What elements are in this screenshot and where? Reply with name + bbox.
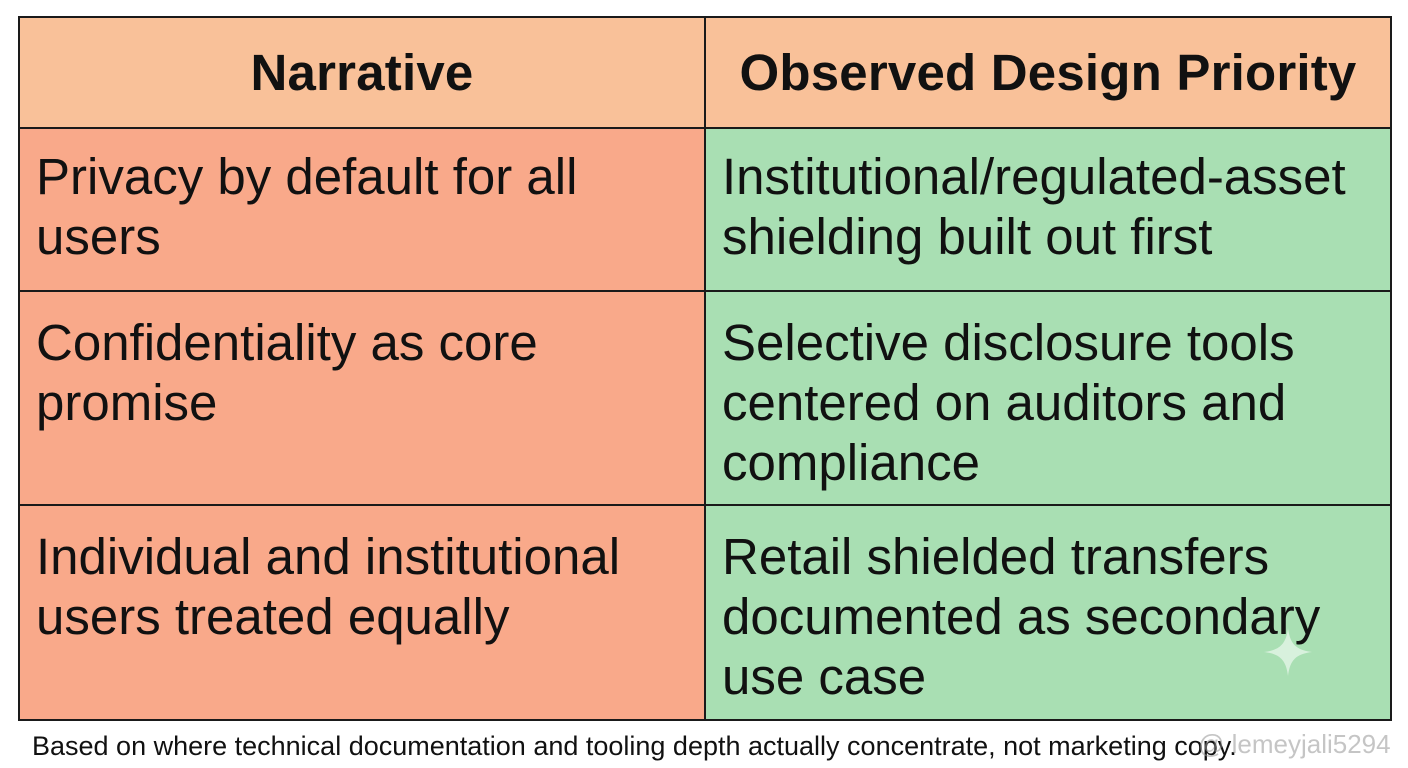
header-narrative: Narrative	[18, 16, 706, 129]
sparkle-icon	[1264, 628, 1312, 676]
cell-line: users	[36, 208, 161, 265]
priority-cell: Selective disclosure tools centered on a…	[704, 290, 1392, 506]
narrative-cell: Confidentiality as core promise	[18, 290, 706, 506]
cell-line: documented as secondary	[722, 588, 1321, 645]
cell-line: Individual and institutional	[36, 528, 621, 585]
narrative-cell: Individual and institutional users treat…	[18, 504, 706, 721]
table-row: Confidentiality as core promise Selectiv…	[18, 290, 1392, 506]
cell-line: shielding built out first	[722, 208, 1213, 265]
cell-line: Selective disclosure tools	[722, 314, 1295, 371]
narrative-cell: Privacy by default for all users	[18, 127, 706, 292]
footnote: Based on where technical documentation a…	[32, 731, 1237, 761]
cell-line: Privacy by default for all	[36, 148, 578, 205]
cell-line: Institutional/regulated-asset	[722, 148, 1346, 205]
header-observed-design-priority: Observed Design Priority	[704, 16, 1392, 129]
priority-cell: Institutional/regulated-asset shielding …	[704, 127, 1392, 292]
cell-line: centered on auditors and	[722, 374, 1287, 431]
comparison-table: Narrative Observed Design Priority Priva…	[18, 16, 1392, 721]
cell-line: use case	[722, 648, 927, 705]
table-row: Privacy by default for all users Institu…	[18, 127, 1392, 292]
cell-line: Confidentiality as core	[36, 314, 538, 371]
cell-line: promise	[36, 374, 218, 431]
header-row: Narrative Observed Design Priority	[18, 16, 1392, 129]
priority-cell: Retail shielded transfers documented as …	[704, 504, 1392, 721]
table-row: Individual and institutional users treat…	[18, 504, 1392, 721]
watermark: @ lemeyjali5294	[1198, 729, 1391, 759]
cell-line: users treated equally	[36, 588, 510, 645]
cell-line: compliance	[722, 434, 980, 491]
cell-line: Retail shielded transfers	[722, 528, 1270, 585]
